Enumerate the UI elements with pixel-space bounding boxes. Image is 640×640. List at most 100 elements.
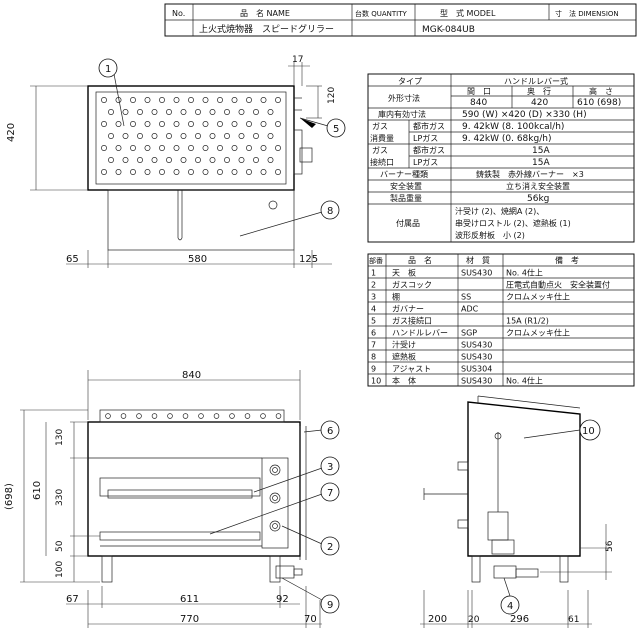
parts-row-no: 5 bbox=[371, 317, 376, 326]
parts-row-name: 棚 bbox=[392, 292, 400, 302]
strip-hole bbox=[198, 413, 204, 419]
dim-front-770: 770 bbox=[180, 614, 199, 625]
parts-row-mat: ADC bbox=[461, 305, 479, 314]
perforation-hole bbox=[260, 97, 267, 103]
dim-front-50: 50 bbox=[55, 540, 65, 552]
perforation-hole bbox=[267, 109, 274, 115]
parts-row-no: 7 bbox=[371, 341, 376, 350]
use-lp-value: 9. 42kW (0. 68kg/h) bbox=[462, 134, 551, 144]
dim-top-120: 120 bbox=[327, 87, 337, 104]
no-label: No. bbox=[172, 9, 185, 18]
dim-side-296: 296 bbox=[510, 614, 529, 625]
perforation-hole bbox=[253, 133, 259, 139]
perforation-hole bbox=[173, 169, 180, 175]
perforation-hole bbox=[238, 157, 245, 163]
perforation-hole bbox=[159, 169, 165, 175]
perforation-hole bbox=[238, 109, 245, 115]
perforation-hole bbox=[108, 109, 114, 115]
perforation-hole bbox=[275, 145, 281, 151]
perforation-hole bbox=[180, 133, 187, 139]
perforation-hole bbox=[144, 97, 151, 103]
strip-hole bbox=[105, 413, 111, 419]
callouts: 1 5 8 6 3 7 2 9 10 4 bbox=[98, 58, 601, 615]
perforation-hole bbox=[246, 121, 252, 127]
parts-row-name: ハンドルレバー bbox=[392, 329, 448, 338]
safety-value: 立ち消え安全装置 bbox=[506, 181, 570, 191]
perforation-hole bbox=[275, 97, 281, 103]
gas-conn-label: ガス bbox=[372, 145, 388, 155]
strip-hole bbox=[151, 413, 158, 419]
perforation-hole bbox=[202, 121, 209, 127]
perforation-hole bbox=[231, 169, 238, 175]
parts-row-no: 4 bbox=[371, 305, 376, 314]
parts-row-name: 本 体 bbox=[392, 376, 416, 386]
strip-hole bbox=[229, 413, 235, 419]
conn-lp-value: 15A bbox=[532, 158, 550, 168]
gas-use-label-2: 消費量 bbox=[370, 133, 394, 143]
perforation-hole bbox=[166, 109, 172, 115]
perforation-hole bbox=[224, 157, 230, 163]
parts-header-name: 品 名 bbox=[408, 255, 432, 265]
perforation-hole bbox=[151, 157, 158, 163]
balloon-10: 10 bbox=[582, 426, 595, 437]
dim-front-100: 100 bbox=[55, 561, 65, 578]
perforation-hole bbox=[115, 121, 122, 127]
perforation-hole bbox=[224, 109, 230, 115]
parts-row-mat: SGP bbox=[461, 329, 477, 338]
burner-value: 鋳鉄製 赤外線バーナー ×3 bbox=[476, 169, 584, 179]
balloon-8: 8 bbox=[327, 206, 333, 217]
parts-header-no: 部番 bbox=[369, 256, 383, 265]
gas-use-label: ガス bbox=[372, 121, 388, 131]
name-label: 品 名 NAME bbox=[240, 8, 290, 18]
perforation-hole bbox=[115, 169, 122, 175]
parts-row-name: 天 板 bbox=[392, 268, 416, 278]
perforation-hole bbox=[122, 109, 129, 115]
perforation-hole bbox=[209, 157, 216, 163]
strip-hole bbox=[244, 413, 251, 419]
perforation-hole bbox=[144, 121, 151, 127]
conn-city-value: 15A bbox=[532, 146, 550, 156]
perforation-hole bbox=[173, 121, 180, 127]
perforation-hole bbox=[173, 97, 180, 103]
perforation-hole bbox=[195, 109, 201, 115]
perforation-hole bbox=[122, 133, 129, 139]
balloon-6: 6 bbox=[327, 426, 333, 437]
dim-top-depth: 420 bbox=[6, 123, 17, 142]
dim-front-611: 611 bbox=[180, 594, 199, 605]
outer-size-label: 外形寸法 bbox=[388, 93, 420, 103]
parts-row-mat: SUS430 bbox=[461, 341, 492, 350]
front-view: 840 (698) 610 130 330 50 100 67 611 92 7… bbox=[4, 370, 322, 628]
perforation-hole bbox=[238, 133, 245, 139]
dim-side-56: 56 bbox=[605, 540, 615, 552]
perforation-hole bbox=[231, 121, 238, 127]
perforation-hole bbox=[144, 145, 151, 151]
perforation-hole bbox=[115, 145, 122, 151]
perforation-hole bbox=[130, 145, 136, 151]
safety-label: 安全装置 bbox=[390, 181, 422, 191]
parts-row-no: 1 bbox=[371, 269, 376, 278]
dim-front-610: 610 bbox=[32, 481, 43, 500]
strip-hole bbox=[136, 413, 142, 419]
perforation-hole bbox=[231, 97, 238, 103]
strip-hole bbox=[182, 413, 189, 419]
parts-row-note: No. 4仕上 bbox=[506, 376, 543, 386]
perforation-hole bbox=[209, 109, 216, 115]
spec-table: タイプ ハンドルレバー式 外形寸法 間 口 奥 行 高 さ 840 420 61… bbox=[367, 73, 635, 243]
perforation-hole bbox=[151, 109, 158, 115]
top-view: 420 65 580 125 17 120 bbox=[6, 55, 337, 268]
perforation-hole bbox=[246, 97, 252, 103]
dim-front-130: 130 bbox=[55, 429, 65, 446]
parts-row-name: アジャスト bbox=[392, 365, 431, 374]
parts-row-mat: SUS430 bbox=[461, 353, 492, 362]
perforation-hole bbox=[130, 121, 136, 127]
parts-row-mat: SS bbox=[461, 293, 471, 302]
lp-gas-label: LPガス bbox=[413, 133, 438, 143]
perforation-hole bbox=[101, 169, 107, 175]
perforation-hole bbox=[130, 169, 136, 175]
dimension-label: 寸 法 DIMENSION bbox=[555, 9, 619, 18]
col-depth: 奥 行 bbox=[527, 86, 551, 96]
perforation-hole bbox=[202, 169, 209, 175]
parts-row-no: 6 bbox=[371, 329, 376, 338]
title-block: No. 品 名 NAME 台数 QUANTITY 型 式 MODEL 寸 法 D… bbox=[164, 3, 637, 37]
perforation-hole bbox=[188, 145, 194, 151]
